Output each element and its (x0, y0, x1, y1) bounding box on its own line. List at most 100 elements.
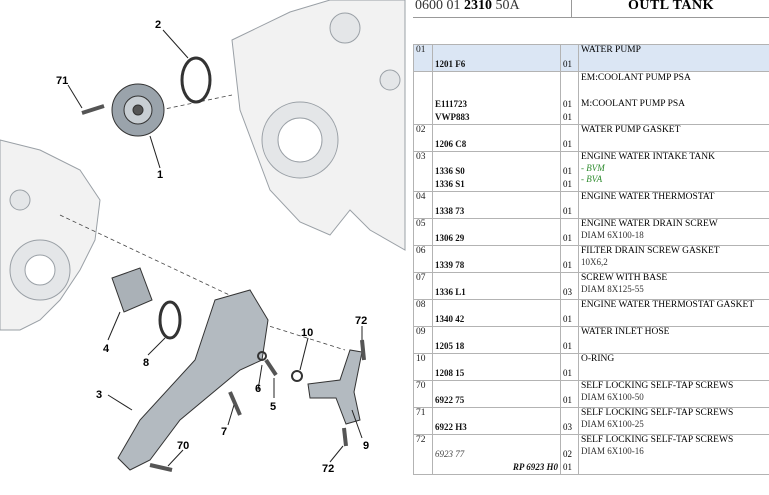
item-number: 10 (414, 354, 433, 381)
part-description-detail: DIAM 8X125-55 (581, 284, 767, 295)
ref-prefix: 0600 01 (415, 0, 461, 13)
part-number[interactable]: 1336 S0 (435, 165, 558, 178)
item-number (414, 72, 433, 125)
quantity-cell: 01 (561, 246, 579, 273)
part-quantity: 01 (563, 313, 576, 326)
quantity-cell: 01 (561, 125, 579, 152)
part-numbers-cell: 1306 29 (433, 219, 561, 246)
part-description: ENGINE WATER THERMOSTAT (581, 192, 767, 203)
part-numbers-cell: 1336 L1 (433, 273, 561, 300)
quantity-cell: 01 (561, 327, 579, 354)
quantity-cell: 03 (561, 273, 579, 300)
callout-4: 4 (103, 343, 110, 355)
part-description: ENGINE WATER DRAIN SCREW (581, 219, 767, 230)
part-number[interactable]: E111723 (435, 98, 558, 111)
part-description: FILTER DRAIN SCREW GASKET (581, 246, 767, 257)
item-number: 71 (414, 408, 433, 435)
quantity-cell: 03 (561, 408, 579, 435)
part-number[interactable]: 1205 18 (435, 340, 558, 353)
quantity-cell: 01 (561, 192, 579, 219)
part-description-detail: 10X6,2 (581, 257, 767, 268)
part-quantity: 01 (563, 232, 576, 245)
part-quantity: 01 (563, 461, 576, 474)
part-numbers-cell: 1339 78 (433, 246, 561, 273)
part-number[interactable]: 1340 42 (435, 313, 558, 326)
part-number[interactable]: 6922 H3 (435, 421, 558, 434)
part-quantity: 01 (563, 111, 576, 124)
part-number[interactable]: 1208 15 (435, 367, 558, 380)
part-number[interactable]: 1338 73 (435, 205, 558, 218)
part-number[interactable]: 1306 29 (435, 232, 558, 245)
part-number[interactable]: 1206 C8 (435, 138, 558, 151)
callout-6: 6 (255, 383, 261, 395)
item-number: 08 (414, 300, 433, 327)
part-quantity: 01 (563, 98, 576, 111)
part-number[interactable]: 1336 S1 (435, 178, 558, 191)
part-description: WATER PUMP GASKET (581, 125, 767, 136)
part-numbers-cell: 1201 F6 (433, 45, 561, 72)
description-cell: ENGINE WATER THERMOSTAT GASKET (579, 300, 769, 327)
part-description: SELF LOCKING SELF-TAP SCREWS (581, 408, 767, 419)
quantity-cell: 01 (561, 300, 579, 327)
part-description: WATER PUMP (581, 45, 767, 56)
part-description-detail: DIAM 6X100-25 (581, 419, 767, 430)
callout-9: 9 (363, 440, 369, 452)
part-number[interactable]: 6923 77 (435, 448, 558, 461)
part-quantity: 01 (563, 394, 576, 407)
item-number: 07 (414, 273, 433, 300)
quantity-cell: 01 (561, 354, 579, 381)
part-quantity: 01 (563, 367, 576, 380)
part-description-detail: - BVM (581, 163, 767, 174)
quantity-cell: 01 (561, 219, 579, 246)
description-cell: ENGINE WATER THERMOSTAT (579, 192, 769, 219)
part-number[interactable]: 1336 L1 (435, 286, 558, 299)
part-description: WATER INLET HOSE (581, 327, 767, 338)
part-quantity: 03 (563, 286, 576, 299)
part-quantity: 02 (563, 448, 576, 461)
item-number: 03 (414, 152, 433, 192)
callout-7: 7 (221, 426, 227, 438)
callout-70: 70 (177, 440, 189, 452)
item-number: 06 (414, 246, 433, 273)
part-quantity: 01 (563, 165, 576, 178)
part-numbers-cell: 1205 18 (433, 327, 561, 354)
part-quantity: 01 (563, 58, 576, 71)
item-number: 02 (414, 125, 433, 152)
exploded-parts-diagram: 2 71 1 3 4 8 7 6 5 10 72 9 70 72 (0, 0, 411, 490)
part-numbers-cell: 6922 75 (433, 381, 561, 408)
callout-5: 5 (270, 401, 276, 413)
part-description: ENGINE WATER THERMOSTAT GASKET (581, 300, 767, 311)
part-number[interactable]: RP 6923 H0 (435, 461, 558, 474)
part-number[interactable]: 6922 75 (435, 394, 558, 407)
item-number: 70 (414, 381, 433, 408)
reference-code: 0600 01 2310 50A (415, 0, 520, 14)
part-description-detail: DIAM 6X100-50 (581, 392, 767, 403)
callout-1: 1 (157, 169, 163, 181)
part-numbers-cell: 1206 C8 (433, 125, 561, 152)
description-cell: WATER PUMP GASKET (579, 125, 769, 152)
part-number[interactable]: 1339 78 (435, 259, 558, 272)
callout-8: 8 (143, 357, 149, 369)
part-number[interactable]: 1201 F6 (435, 58, 558, 71)
part-number[interactable]: VWP883 (435, 111, 558, 124)
item-number: 04 (414, 192, 433, 219)
